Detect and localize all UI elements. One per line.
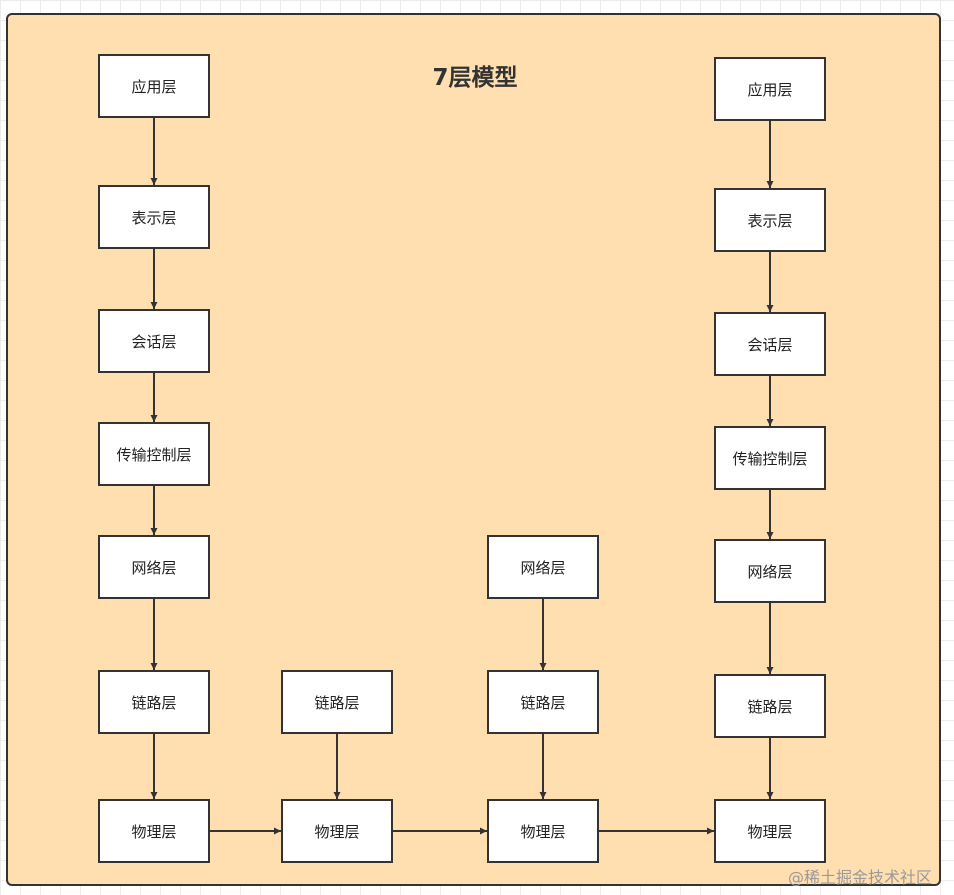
diagram-title: 7层模型: [432, 65, 518, 91]
node-d7-physical: 物理层: [714, 799, 826, 863]
node-c3-physical: 物理层: [487, 799, 599, 863]
node-a5-network: 网络层: [98, 535, 210, 599]
node-c1-network: 网络层: [487, 535, 599, 599]
node-d2-presentation: 表示层: [714, 188, 826, 252]
node-d3-session: 会话层: [714, 312, 826, 376]
node-d6-link: 链路层: [714, 674, 826, 738]
watermark: @稀土掘金技术社区: [788, 868, 933, 887]
node-a3-session: 会话层: [98, 309, 210, 373]
node-a7-physical: 物理层: [98, 799, 210, 863]
node-a2-presentation: 表示层: [98, 185, 210, 249]
node-d4-transport: 传输控制层: [714, 426, 826, 490]
node-b1-link: 链路层: [281, 670, 393, 734]
node-a1-application: 应用层: [98, 54, 210, 118]
node-a6-link: 链路层: [98, 670, 210, 734]
node-b2-physical: 物理层: [281, 799, 393, 863]
node-c2-link: 链路层: [487, 670, 599, 734]
node-d5-network: 网络层: [714, 539, 826, 603]
node-d1-application: 应用层: [714, 57, 826, 121]
node-a4-transport: 传输控制层: [98, 422, 210, 486]
